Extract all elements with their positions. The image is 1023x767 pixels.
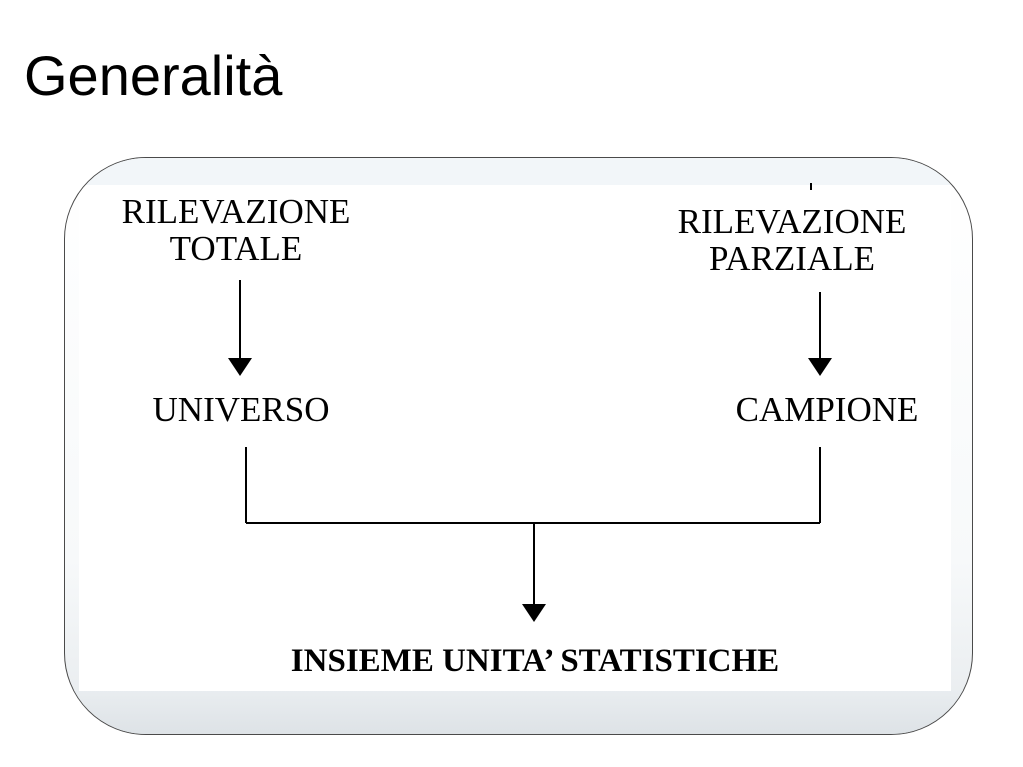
node-total-survey-line-2: TOTALE [169, 229, 303, 268]
node-sample-label: CAMPIONE [735, 390, 919, 429]
node-partial-survey-line-2: PARZIALE [709, 239, 875, 278]
node-sample: CAMPIONE [677, 391, 977, 428]
node-universe: UNIVERSO [91, 391, 391, 428]
node-total-survey-line-1: RILEVAZIONE [121, 192, 351, 231]
diagram-canvas [79, 185, 951, 691]
node-total-survey: RILEVAZIONE TOTALE [86, 193, 386, 267]
diagram-frame [64, 157, 973, 735]
node-partial-survey: RILEVAZIONE PARZIALE [642, 203, 942, 277]
node-statistical-units-label: INSIEME UNITA’ STATISTICHE [290, 643, 780, 679]
node-partial-survey-line-1: RILEVAZIONE [677, 202, 907, 241]
slide-title: Generalità [24, 44, 283, 107]
node-statistical-units: INSIEME UNITA’ STATISTICHE [185, 643, 885, 680]
frame-top-band [65, 158, 972, 186]
node-universe-label: UNIVERSO [152, 390, 330, 429]
frame-bottom-band [65, 690, 972, 734]
